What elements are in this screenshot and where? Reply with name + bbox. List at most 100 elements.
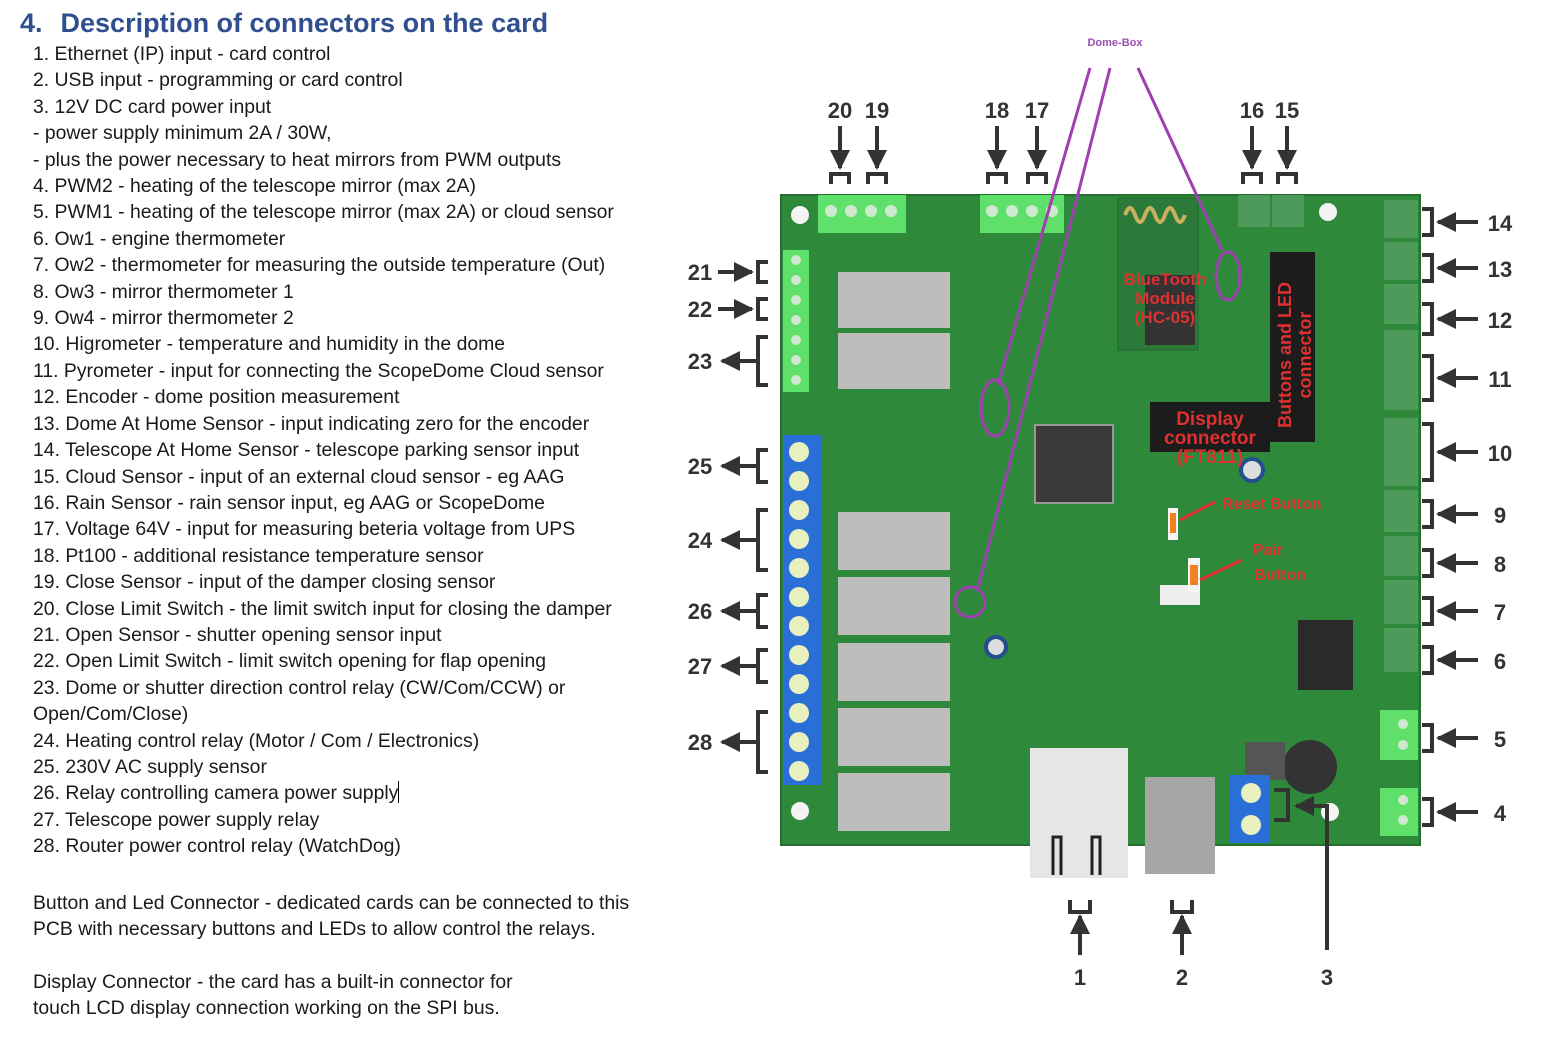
section-number: 4. [20, 8, 43, 38]
callout-label-17: 17 [1025, 98, 1049, 123]
callout-label-5: 5 [1494, 727, 1506, 752]
callout-label-15: 15 [1275, 98, 1299, 123]
callout-label-7: 7 [1494, 600, 1506, 625]
bracket [756, 508, 768, 572]
bracket [756, 260, 768, 284]
note-button-led: Button and Led Connector - dedicated car… [33, 892, 630, 941]
list-item: - power supply minimum 2A / 30W, [33, 122, 332, 145]
list-item: 11. Pyrometer - input for connecting the… [33, 359, 604, 382]
bracket [866, 172, 888, 184]
callout-label-24: 24 [688, 528, 713, 553]
callout-label-18: 18 [985, 98, 1009, 123]
callout-label-28: 28 [688, 730, 712, 755]
connector-list: 1. Ethernet (IP) input - card control 2.… [33, 41, 614, 860]
bracket [756, 448, 768, 484]
callout-label-27: 27 [688, 654, 712, 679]
dome-box-lines [953, 67, 1242, 619]
terminal-20-19 [818, 195, 906, 233]
terminal-screw [789, 703, 809, 723]
callout-label-21: 21 [688, 260, 712, 285]
terminal-screw [789, 587, 809, 607]
list-item: 9. Ow4 - mirror thermometer 2 [33, 307, 294, 330]
terminal-screw [789, 645, 809, 665]
pair-button-label-2: Button [1254, 567, 1306, 584]
dome-box-label: Dome-Box [1087, 37, 1143, 49]
section-title: Description of connectors on the card [60, 8, 549, 38]
svg-text:Module: Module [1135, 289, 1195, 308]
mounting-hole [1319, 203, 1337, 221]
bracket [1422, 422, 1434, 482]
mounting-hole [791, 802, 809, 820]
terminal-screw [789, 674, 809, 694]
mounting-hole [791, 206, 809, 224]
text-cursor [398, 781, 400, 804]
callout-label-9: 9 [1494, 503, 1506, 528]
list-item: 4. PWM2 - heating of the telescope mirro… [33, 175, 476, 198]
power-terminal [1230, 775, 1270, 843]
list-item: 3. 12V DC card power input [33, 95, 272, 118]
callout-label-11: 11 [1488, 367, 1511, 392]
terminal-screw [789, 529, 809, 549]
bracket [1068, 900, 1092, 914]
list-item: 22. Open Limit Switch - limit switch ope… [33, 650, 547, 673]
svg-text:(HC-05): (HC-05) [1135, 308, 1195, 327]
bracket [756, 710, 768, 774]
callout-label-19: 19 [865, 98, 889, 123]
list-item: 23. Dome or shutter direction control re… [33, 676, 566, 699]
terminal-screw [789, 616, 809, 636]
bracket [1170, 900, 1194, 914]
callout-label-6: 6 [1494, 649, 1506, 674]
terminal-right-6-14 [1384, 200, 1418, 672]
bracket [1422, 302, 1434, 336]
pair-button-label-1: Pair [1253, 542, 1283, 559]
bracket [1422, 723, 1434, 753]
bracket [1422, 253, 1434, 283]
terminal-screw [789, 732, 809, 752]
callout-label-13: 13 [1488, 257, 1512, 282]
bracket [1274, 788, 1290, 822]
callout-label-1: 1 [1074, 965, 1086, 990]
terminal-blue-24-28 [783, 435, 821, 785]
list-item: 20. Close Limit Switch - the limit switc… [33, 597, 612, 620]
list-item: 21. Open Sensor - shutter opening sensor… [33, 623, 442, 646]
display-connector [1150, 402, 1270, 452]
callout-label-20: 20 [828, 98, 852, 123]
bracket [756, 335, 768, 387]
terminal-screw [789, 761, 809, 781]
bluetooth-annotation: BlueTooth Module (HC-05) [1124, 270, 1207, 327]
list-item: Open/Com/Close) [33, 703, 189, 726]
bracket [1026, 172, 1048, 184]
terminal-screw [789, 558, 809, 578]
bracket [1422, 354, 1434, 402]
bracket [1276, 172, 1298, 184]
list-item: 18. Pt100 - additional resistance temper… [33, 544, 484, 567]
callout-label-2: 2 [1176, 965, 1188, 990]
buttons-led-annotation: Buttons and LED connector [1275, 282, 1315, 428]
list-item: - plus the power necessary to heat mirro… [33, 148, 562, 171]
list-item: 1. Ethernet (IP) input - card control [33, 43, 331, 65]
svg-text:connector: connector [1164, 428, 1256, 449]
svg-text:Buttons and LED: Buttons and LED [1275, 282, 1295, 428]
svg-text:BlueTooth: BlueTooth [1124, 270, 1207, 289]
arrow-left-icon [1294, 796, 1329, 950]
list-item: 19. Close Sensor - input of the damper c… [33, 571, 496, 594]
list-item: 5. PWM1 - heating of the telescope mirro… [33, 201, 614, 224]
section-heading: 4. Description of connectors on the card [20, 8, 548, 39]
list-item: 10. Higrometer - temperature and humidit… [33, 333, 506, 356]
list-item: 15. Cloud Sensor - input of an external … [33, 465, 565, 488]
bracket [1422, 207, 1434, 237]
list-item: 27. Telescope power supply relay [33, 808, 320, 831]
terminal-screw [789, 442, 809, 462]
power-chip [1298, 620, 1353, 690]
reset-button-label: Reset Button [1222, 496, 1322, 513]
callout-label-25: 25 [688, 454, 712, 479]
list-item: 13. Dome At Home Sensor - input indicati… [33, 412, 590, 435]
list-item: 17. Voltage 64V - input for measuring be… [33, 518, 576, 541]
bracket [1422, 548, 1434, 578]
terminal-16-15 [1238, 195, 1304, 227]
bracket [1422, 499, 1434, 529]
list-item: 25. 230V AC supply sensor [33, 755, 267, 778]
callout-label-26: 26 [688, 599, 712, 624]
